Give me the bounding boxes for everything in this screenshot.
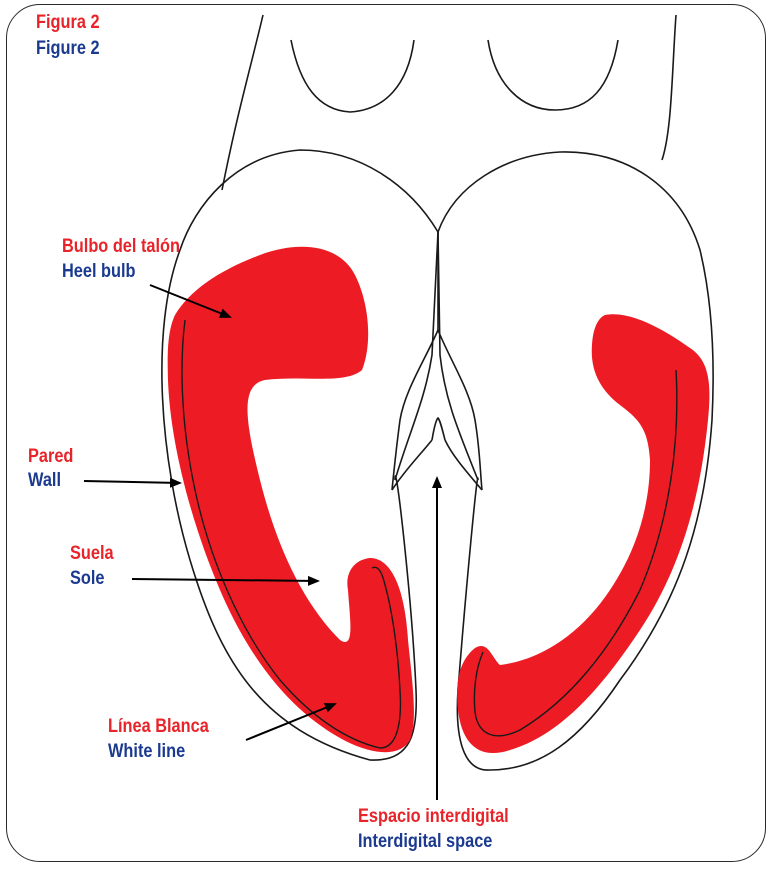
white-line-label-en: White line bbox=[108, 741, 185, 763]
interdigital-space-label-es: Espacio interdigital bbox=[358, 806, 509, 828]
heel-bulb-label-es: Bulbo del talón bbox=[62, 236, 180, 258]
wall-label-en: Wall bbox=[28, 470, 61, 492]
figure-title-es: Figura 2 bbox=[36, 12, 100, 34]
interdigital-outline bbox=[392, 232, 482, 490]
leg-outline bbox=[222, 15, 676, 190]
white-line-label-es: Línea Blanca bbox=[108, 716, 209, 738]
interdigital-space-label-en: Interdigital space bbox=[358, 831, 492, 853]
figure-title-en: Figure 2 bbox=[36, 38, 100, 60]
wall-arrow bbox=[84, 481, 180, 483]
sole-label-en: Sole bbox=[70, 568, 105, 590]
left-lesion bbox=[168, 247, 414, 752]
sole-label-es: Suela bbox=[70, 543, 114, 565]
wall-label-es: Pared bbox=[28, 446, 73, 468]
right-lesion bbox=[457, 314, 709, 753]
heel-bulb-label-en: Heel bulb bbox=[62, 261, 136, 283]
